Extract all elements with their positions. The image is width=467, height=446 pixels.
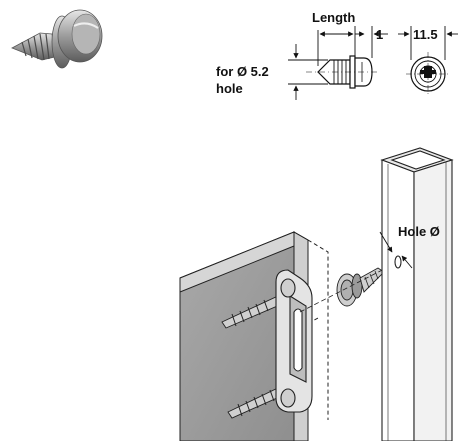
hole-diameter-label: Hole Ø bbox=[398, 224, 440, 239]
side-view-drawing bbox=[306, 55, 380, 89]
hole-size-dimension bbox=[288, 44, 328, 100]
gap-label: 1 bbox=[376, 27, 383, 42]
diameter-label: 11.5 bbox=[413, 27, 438, 42]
for-hole-label-line1: for Ø 5.2 bbox=[216, 64, 269, 79]
keyhole-bracket bbox=[275, 269, 313, 413]
connector-screw bbox=[336, 267, 385, 307]
screw-photo bbox=[11, 9, 103, 69]
square-post bbox=[380, 147, 454, 442]
gap-dimension bbox=[355, 26, 388, 58]
length-label: Length bbox=[312, 10, 355, 25]
diameter-dimension bbox=[398, 26, 458, 60]
for-hole-label-line2: hole bbox=[216, 81, 243, 96]
front-view-drawing bbox=[406, 52, 450, 96]
hole-diameter-dimension bbox=[379, 231, 413, 269]
